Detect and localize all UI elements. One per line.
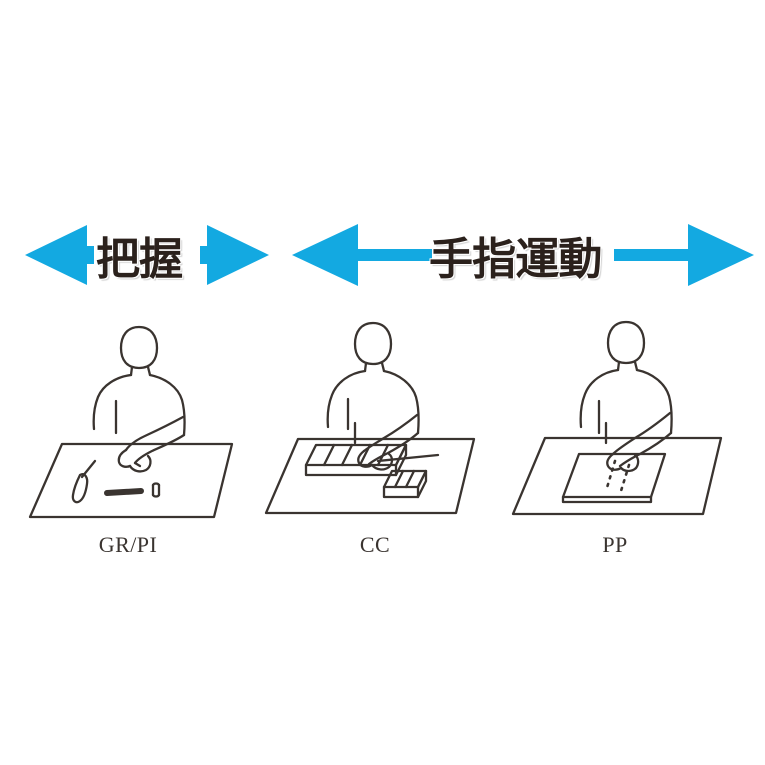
tray-guide-line: [376, 453, 440, 463]
left-arrow-icon: [292, 224, 432, 286]
caption-cc: CC: [359, 532, 391, 557]
grip-arrow-group: 把握: [14, 210, 280, 300]
hand-thumb: [606, 452, 623, 471]
tray-side: [394, 443, 408, 477]
task-illustration-cc: [260, 305, 510, 545]
left-arrow-icon: [25, 225, 94, 285]
grip-label: 把握: [96, 234, 183, 285]
cube-row-side: [416, 469, 428, 499]
neck-right: [146, 365, 152, 377]
torso-right: [382, 369, 420, 435]
arrow-band: 把握 手指運動: [0, 210, 765, 300]
table-surface: [264, 437, 476, 515]
table-surface: [511, 436, 723, 516]
cc-drawing: [264, 321, 476, 515]
finger-arrow-group: 手指運動: [288, 210, 758, 300]
torso-right: [635, 368, 673, 435]
cylinder-bottom: [151, 493, 161, 498]
paper-edge: [561, 495, 653, 504]
right-arrow-icon: [614, 224, 754, 286]
hand-crease: [133, 461, 142, 468]
caption-row: GR/PI CC PP: [0, 532, 765, 572]
arm-upper: [611, 411, 672, 456]
head-outline: [606, 320, 646, 365]
torso-left: [92, 373, 133, 431]
hand-fingers: [619, 453, 640, 473]
pp-drawing: [511, 320, 723, 516]
hand-fingers: [370, 452, 394, 471]
cube-row-dividers: [393, 469, 416, 489]
hand-fingers: [128, 454, 152, 473]
task-illustration-pp: [505, 305, 755, 545]
tray-dividers: [322, 443, 390, 467]
caption-grpi: GR/PI: [98, 532, 158, 557]
neck-right: [633, 360, 639, 372]
neck-left: [129, 365, 134, 377]
finger-arrows-graphic: [292, 224, 754, 286]
bar-object: [104, 488, 144, 496]
arm-lower: [133, 433, 186, 465]
cylinder-top: [151, 482, 161, 487]
right-arrow-icon: [200, 225, 269, 285]
grip-arrows-graphic: [25, 225, 269, 285]
task-illustration-grpi: [20, 305, 270, 545]
hand-thumb: [117, 448, 132, 468]
trace-dots-left: [604, 459, 617, 493]
pin-stem: [80, 459, 97, 479]
neck-right: [380, 361, 386, 373]
grpi-drawing: [28, 325, 234, 519]
head-outline: [353, 321, 393, 366]
neck-left: [363, 361, 368, 373]
torso-left: [326, 369, 367, 429]
head-outline: [119, 325, 159, 370]
caption-pp: PP: [602, 532, 628, 557]
table-surface: [28, 442, 234, 519]
cube-row-front: [382, 485, 420, 499]
finger-movement-label: 手指運動: [429, 234, 602, 285]
neck-left: [616, 360, 621, 372]
torso-left: [579, 368, 620, 429]
illustration-row: [0, 305, 765, 545]
pin-object: [71, 473, 89, 504]
torso-right: [148, 373, 186, 437]
hand-thumb: [357, 449, 374, 468]
